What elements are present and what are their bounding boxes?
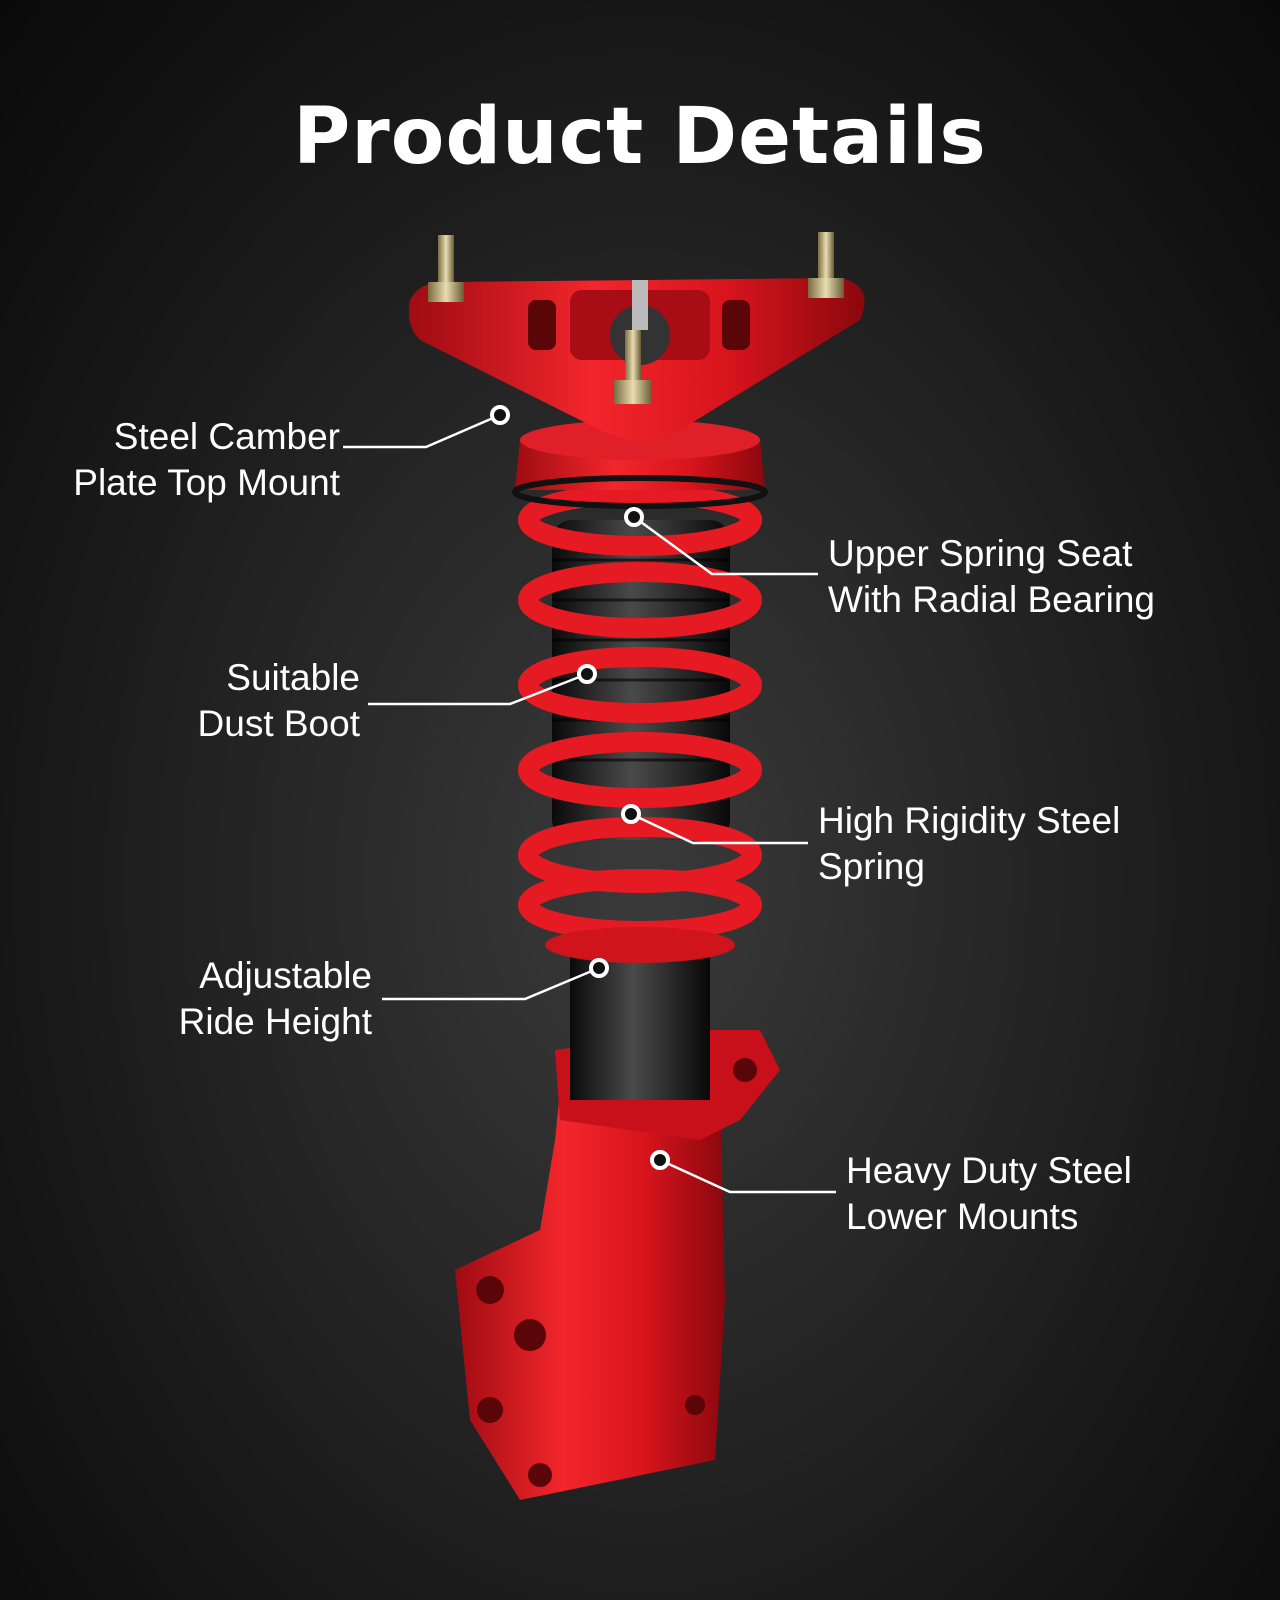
leader-lines (343, 413, 836, 1194)
page-title: Product Details (293, 92, 987, 182)
lower-mount (455, 1030, 780, 1500)
callout-dots (490, 405, 670, 1170)
label-upper-spring-seat: Upper Spring Seat With Radial Bearing (828, 533, 1155, 620)
label-spring: High Rigidity Steel Spring (818, 800, 1121, 887)
label-dust-boot: Suitable Dust Boot (197, 657, 360, 744)
mounting-studs (428, 232, 844, 404)
coil-spring (518, 484, 762, 941)
lower-spring-seat (545, 927, 735, 963)
label-lower-mounts: Heavy Duty Steel Lower Mounts (846, 1150, 1132, 1237)
label-ride-height: Adjustable Ride Height (178, 955, 372, 1042)
label-camber-plate: Steel Camber Plate Top Mount (73, 416, 340, 503)
